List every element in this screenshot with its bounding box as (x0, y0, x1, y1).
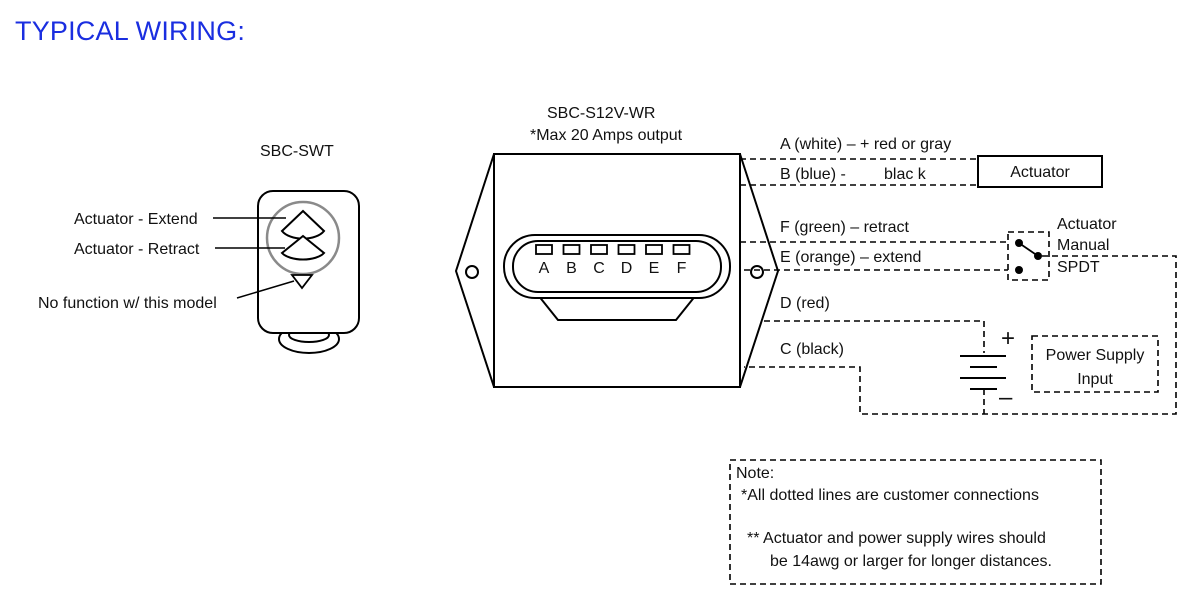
note-heading: Note: (736, 465, 774, 482)
pin-socket-d (617, 244, 636, 255)
battery-icon (960, 355, 1006, 414)
pin-socket-e (645, 244, 663, 255)
page-title: TYPICAL WIRING: (15, 16, 245, 46)
retract-button-icon (280, 234, 326, 261)
power-supply-label-2: Input (1077, 371, 1113, 388)
power-supply-box (1031, 335, 1159, 393)
switch-contact-bottom-icon (1015, 266, 1023, 274)
pin-label-b: B (566, 260, 577, 277)
note-line-3: be 14awg or larger for longer distances. (770, 553, 1052, 570)
wire-e-label: E (orange) – extend (780, 249, 921, 266)
battery-minus-sign: – (999, 384, 1013, 411)
switch-label-3: SPDT (1057, 259, 1100, 276)
wire-c-label: C (black) (780, 341, 844, 358)
note-line-1: *All dotted lines are customer connectio… (741, 487, 1039, 504)
left-mount-tab (454, 153, 495, 388)
switch-label-2: Manual (1057, 237, 1109, 254)
wire-d-label: D (red) (780, 295, 830, 312)
wire-f-label: F (green) – retract (780, 219, 909, 236)
pin-label-d: D (621, 260, 633, 277)
pin-socket-a (535, 244, 553, 255)
pin-label-c: C (593, 260, 605, 277)
pin-socket-c (590, 244, 608, 255)
remote-body (257, 190, 360, 334)
switch-box (1007, 231, 1050, 281)
switch-lever (1018, 242, 1039, 257)
pin-label-f: F (677, 260, 687, 277)
pin-label-e: E (649, 260, 660, 277)
actuator-box (977, 155, 1103, 188)
note-line-2: ** Actuator and power supply wires shoul… (747, 530, 1046, 547)
remote-fob (257, 190, 360, 354)
wire-return-loop (744, 255, 1177, 415)
triangle-button-icon (290, 274, 314, 290)
controller-box (454, 153, 780, 388)
remote-name: SBC-SWT (260, 143, 334, 160)
actuator-label: Actuator (1010, 164, 1070, 181)
left-mount-hole-icon (465, 265, 479, 279)
pin-socket-b (562, 244, 581, 255)
pin-label-a: A (539, 260, 550, 277)
no-function-leader-line (236, 280, 295, 299)
pin-socket-f (672, 244, 691, 255)
wire-b-label: B (blue) - (780, 166, 846, 183)
label-actuator-extend: Actuator - Extend (74, 211, 198, 228)
label-actuator-retract: Actuator - Retract (74, 241, 200, 258)
power-supply-label-1: Power Supply (1046, 347, 1145, 364)
label-no-function: No function w/ this model (38, 295, 217, 312)
wire-a-label: A (white) – + red or gray (780, 136, 951, 153)
right-mount-hole-icon (750, 265, 764, 279)
controller-note: *Max 20 Amps output (530, 127, 683, 144)
controller-name: SBC-S12V-WR (547, 105, 655, 122)
battery-plus-sign: + (1001, 325, 1015, 352)
wire-d (764, 320, 985, 353)
remote-button-ring (265, 200, 341, 276)
switch-label-1: Actuator (1057, 216, 1117, 233)
note-box (729, 459, 1102, 585)
wire-b-color-label: blac k (884, 166, 927, 183)
